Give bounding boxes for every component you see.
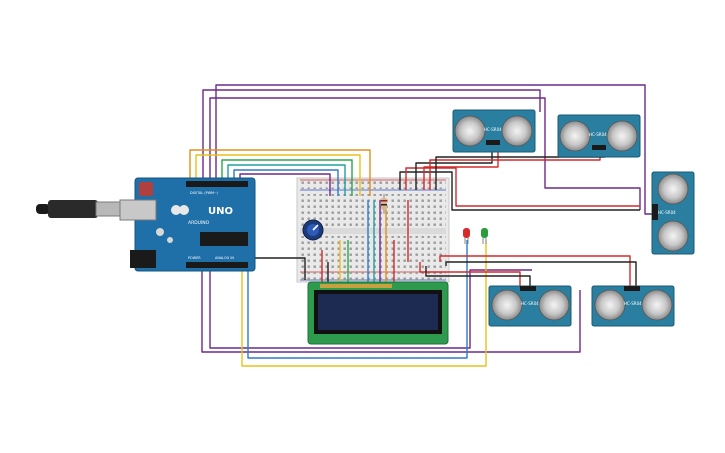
svg-text:HC-SR04: HC-SR04 [521,301,539,306]
usb-cable [36,200,127,218]
infinity-logo [171,205,181,215]
atmega-chip [200,232,248,246]
wire-orange [189,149,371,196]
wire-blue-bottom [247,240,468,359]
resistor [381,194,387,214]
svg-text:HC-SR04: HC-SR04 [658,210,676,215]
power-label: POWER [188,256,201,260]
svg-text:HC-SR04: HC-SR04 [484,127,502,132]
brand-label: ARDUINO [188,220,210,226]
reset-button[interactable] [139,182,153,196]
power-jack [130,250,156,268]
board-label: UNO [208,206,233,217]
ultrasonic-sensor-top-right: HC-SR04 [557,114,641,158]
red-led [463,228,470,244]
ultrasonic-sensor-bottom-left: HC-SR04 [488,285,572,327]
analog-header [186,262,248,268]
wire-blue-top [233,169,339,196]
sensor-transducer [454,115,486,147]
ultrasonic-sensor-top-left: HC-SR04 [452,109,536,153]
wire-yellow-top [195,154,361,196]
wire-purple-bottom-2 [209,268,532,349]
digital-header [186,181,248,187]
svg-text:HC-SR04: HC-SR04 [589,132,607,137]
analog-label: ANALOG IN [215,256,234,260]
wire-green-top [221,159,353,196]
wire-purple-top-loop-3 [215,84,652,215]
wire-purple-top-loop-2 [209,97,641,210]
lcd-screen [318,294,438,330]
wire-purple-bottom-loop [201,268,581,353]
digital-label: DIGITAL (PWM~) [190,191,219,195]
lcd-16x2 [307,281,449,345]
wire-teal-top [227,164,346,196]
breadboard [296,177,450,283]
wires [189,84,652,367]
arduino-uno[interactable]: UNO ARDUINO DIGITAL (PWM~) ANALOG IN POW… [119,177,256,272]
usb-port [119,199,157,221]
svg-text:HC-SR04: HC-SR04 [624,301,642,306]
wire-yellow-bottom [241,240,487,367]
ultrasonic-sensor-bottom-right: HC-SR04 [591,285,675,327]
green-led [481,228,488,244]
wire-purple-top-loop [202,89,541,184]
ultrasonic-sensor-right: HC-SR04 [651,171,695,255]
potentiometer[interactable] [302,219,324,241]
